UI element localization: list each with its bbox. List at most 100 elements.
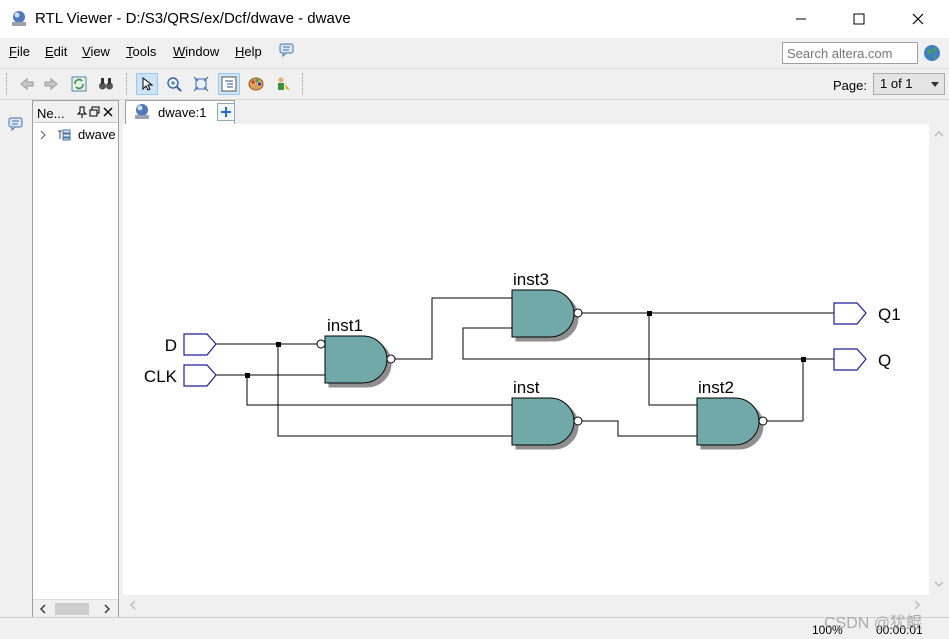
navigator-horizontal-scrollbar[interactable] [33, 599, 118, 617]
rtl-viewer-tab-icon [135, 104, 149, 119]
junction-dot [647, 311, 652, 316]
menu-edit[interactable]: Edit [45, 44, 68, 59]
instance-label: inst3 [513, 270, 549, 289]
window-title: RTL Viewer - D:/S3/QRS/ex/Dcf/dwave - dw… [35, 10, 351, 27]
nand-gate-body [511, 397, 575, 446]
instance-label: inst [513, 378, 540, 397]
search-input[interactable] [782, 42, 918, 64]
find-button[interactable] [95, 73, 117, 95]
netlist-navigator-button[interactable] [272, 73, 294, 95]
scroll-left-icon[interactable] [129, 600, 137, 610]
chevron-right-icon[interactable] [39, 130, 47, 140]
menu-window[interactable]: Window [173, 44, 220, 59]
scroll-down-icon[interactable] [934, 580, 944, 588]
plus-icon [221, 107, 231, 117]
input-port-d[interactable]: D [165, 333, 217, 356]
zoom-icon [167, 77, 182, 92]
canvas-horizontal-scrollbar[interactable] [123, 595, 929, 615]
close-panel-icon[interactable] [103, 107, 113, 117]
input-port-clk[interactable]: CLK [144, 364, 217, 387]
canvas-vertical-scrollbar[interactable] [929, 124, 949, 595]
wire-q-feedback [462, 327, 804, 421]
page-select-value: 1 of 1 [880, 76, 913, 91]
refresh-button[interactable] [68, 73, 90, 95]
output-bubble [758, 416, 768, 426]
wires [216, 297, 834, 437]
scroll-left-icon[interactable] [39, 604, 47, 614]
maximize-button[interactable] [836, 0, 882, 38]
messages-icon[interactable] [8, 116, 24, 132]
pointer-icon [142, 76, 154, 91]
nand-gate-body [696, 397, 760, 446]
schematic-canvas[interactable]: D CLK Q1 Q inst1 inst3 ins [123, 124, 929, 595]
color-settings-button[interactable] [245, 73, 267, 95]
new-tab-button[interactable] [217, 103, 235, 121]
pin-icon[interactable] [77, 106, 87, 118]
status-bar: 100% 00:00:01 [0, 617, 949, 639]
chevron-down-icon [931, 82, 939, 87]
maximize-icon [853, 13, 865, 25]
junction-dot [276, 342, 281, 347]
scroll-right-icon[interactable] [103, 604, 111, 614]
back-arrow-icon [20, 77, 34, 91]
fit-window-button[interactable] [190, 73, 212, 95]
scroll-right-icon[interactable] [913, 600, 921, 610]
help-chat-icon[interactable] [279, 42, 295, 58]
output-bubble [573, 308, 583, 318]
menu-help[interactable]: Help [235, 44, 262, 59]
output-port-label: Q1 [878, 305, 901, 324]
instance-label: inst2 [698, 378, 734, 397]
hierarchy-list-button[interactable] [218, 73, 240, 95]
selection-tool-button[interactable] [136, 73, 158, 95]
toolbar-grip[interactable] [126, 73, 129, 95]
wire-q1-inst2 [648, 313, 697, 406]
input-port-shape [183, 333, 217, 356]
output-port-q[interactable]: Q [833, 348, 891, 371]
close-button[interactable] [895, 0, 941, 38]
tab-dwave[interactable]: dwave:1 [125, 100, 235, 124]
instance-label: inst1 [327, 316, 363, 335]
toolbar: Page: 1 of 1 [0, 68, 949, 100]
title-bar: RTL Viewer - D:/S3/QRS/ex/Dcf/dwave - dw… [0, 0, 949, 38]
globe-icon[interactable] [923, 44, 941, 62]
page-select[interactable]: 1 of 1 [873, 73, 945, 95]
forward-arrow-icon [44, 77, 58, 91]
menu-tools[interactable]: Tools [126, 44, 157, 59]
toolbar-grip[interactable] [6, 73, 9, 95]
watermark: CSDN @犹鲲 [824, 615, 923, 632]
document-tab-bar: dwave:1 [121, 100, 949, 124]
forward-button[interactable] [40, 73, 62, 95]
input-port-label: D [165, 336, 177, 355]
input-port-shape [183, 364, 217, 387]
output-port-q1[interactable]: Q1 [833, 302, 901, 325]
gate-inst[interactable]: inst [511, 378, 583, 446]
gate-inst1[interactable]: inst1 [316, 316, 396, 384]
wire-inst1-inst3 [393, 297, 512, 360]
navigator-header: Ne... [33, 101, 118, 123]
restore-window-icon[interactable] [89, 106, 100, 117]
tab-label: dwave:1 [158, 105, 207, 120]
minimize-button[interactable] [778, 0, 824, 38]
netlist-navigator-panel: Ne... dwave [32, 100, 119, 618]
wire-junctions [245, 311, 806, 378]
gate-inst2[interactable]: inst2 [696, 378, 768, 446]
gate-inst3[interactable]: inst3 [511, 270, 583, 338]
scroll-thumb[interactable] [55, 603, 89, 615]
back-button[interactable] [16, 73, 38, 95]
hierarchy-list-icon [221, 76, 237, 92]
tree-item-dwave[interactable]: dwave [78, 127, 116, 142]
binoculars-icon [99, 78, 113, 90]
output-port-shape [833, 348, 867, 371]
wire-clk-inst [246, 375, 512, 406]
scroll-up-icon[interactable] [934, 130, 944, 138]
wire-inst-inst2 [578, 420, 697, 437]
menu-view[interactable]: View [82, 44, 110, 59]
wire-d-inst [277, 344, 512, 437]
palette-icon [248, 77, 264, 91]
zoom-tool-button[interactable] [163, 73, 185, 95]
menu-file[interactable]: File [9, 44, 30, 59]
minimize-icon [796, 18, 806, 20]
navigator-title: Ne... [37, 106, 65, 121]
junction-dot [245, 373, 250, 378]
toolbar-grip[interactable] [302, 73, 305, 95]
